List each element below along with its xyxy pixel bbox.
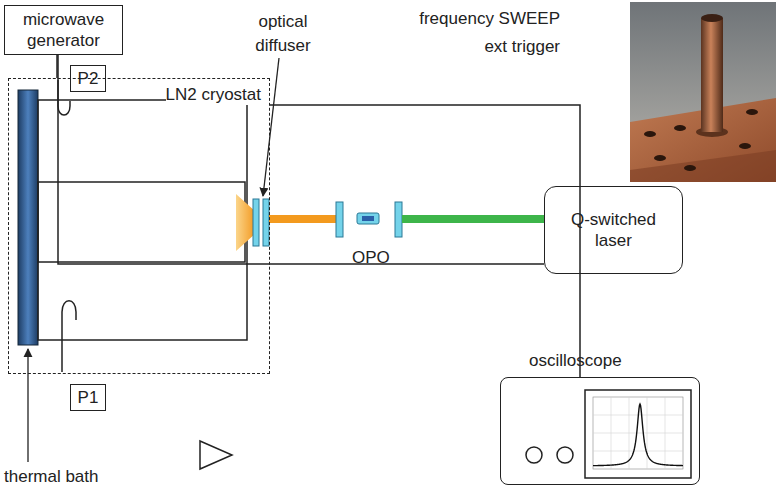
node-label: oscilloscope: [529, 350, 622, 371]
plate-hole: [674, 125, 686, 131]
port-box: P1: [70, 384, 106, 411]
cryostat-region: LN2 cryostat: [8, 78, 270, 374]
node-label: P1: [78, 387, 99, 408]
plate-hole: [654, 155, 666, 161]
scope-knob: [557, 447, 573, 463]
plate-hole: [684, 165, 696, 171]
grid-line: [593, 451, 683, 452]
scope-knob: [526, 447, 542, 463]
node-label: LN2 cryostat: [166, 84, 261, 105]
cavity-photo: [630, 2, 776, 182]
oscilloscope-box: oscilloscope: [500, 377, 700, 485]
plot-frame: [593, 397, 683, 469]
signal-label: ext trigger: [484, 36, 560, 57]
opo-crystal: [357, 213, 379, 224]
dielectric-rod: [38, 182, 245, 262]
grid-line: [593, 433, 683, 434]
cavity-outline: [38, 100, 247, 340]
signal-label: frequency SWEEP: [419, 8, 560, 29]
rod-top: [701, 14, 723, 22]
opo-crystal-core: [362, 216, 374, 221]
generator-box: microwave generator: [4, 5, 123, 55]
scope-grid: [593, 397, 683, 469]
plate-hole: [746, 109, 758, 115]
node-label: Q-switched laser: [559, 209, 668, 251]
opo-mirror: [395, 202, 402, 237]
resonance-curve: [593, 404, 683, 466]
plate-hole: [739, 143, 751, 149]
diffuser-plate: [263, 199, 269, 246]
probe-loop: [58, 80, 70, 115]
green-beam: [402, 215, 545, 223]
photo-background: [630, 2, 776, 182]
copper-rod: [701, 18, 723, 132]
leader-arrow: [27, 349, 28, 462]
laser-box: Q-switched laser: [544, 186, 683, 274]
scope-screen: [585, 390, 691, 478]
diffuser-plate: [253, 199, 259, 246]
node-label: microwave generator: [11, 9, 116, 51]
opo-mirror: [336, 202, 343, 237]
part-label: optical diffuser: [238, 10, 328, 58]
part-label: thermal bath: [4, 466, 99, 487]
plate-edge: [630, 150, 776, 182]
signal-wire: [58, 55, 544, 264]
thermal-bath-plate: [18, 90, 38, 345]
plate-hole: [644, 131, 656, 137]
part-label: OPO: [352, 247, 390, 268]
probe-loop: [62, 301, 76, 372]
signal-wire: [270, 105, 580, 377]
signal-wire: [56, 55, 58, 78]
amplifier-symbol: [200, 441, 232, 469]
orange-beam: [269, 215, 336, 223]
